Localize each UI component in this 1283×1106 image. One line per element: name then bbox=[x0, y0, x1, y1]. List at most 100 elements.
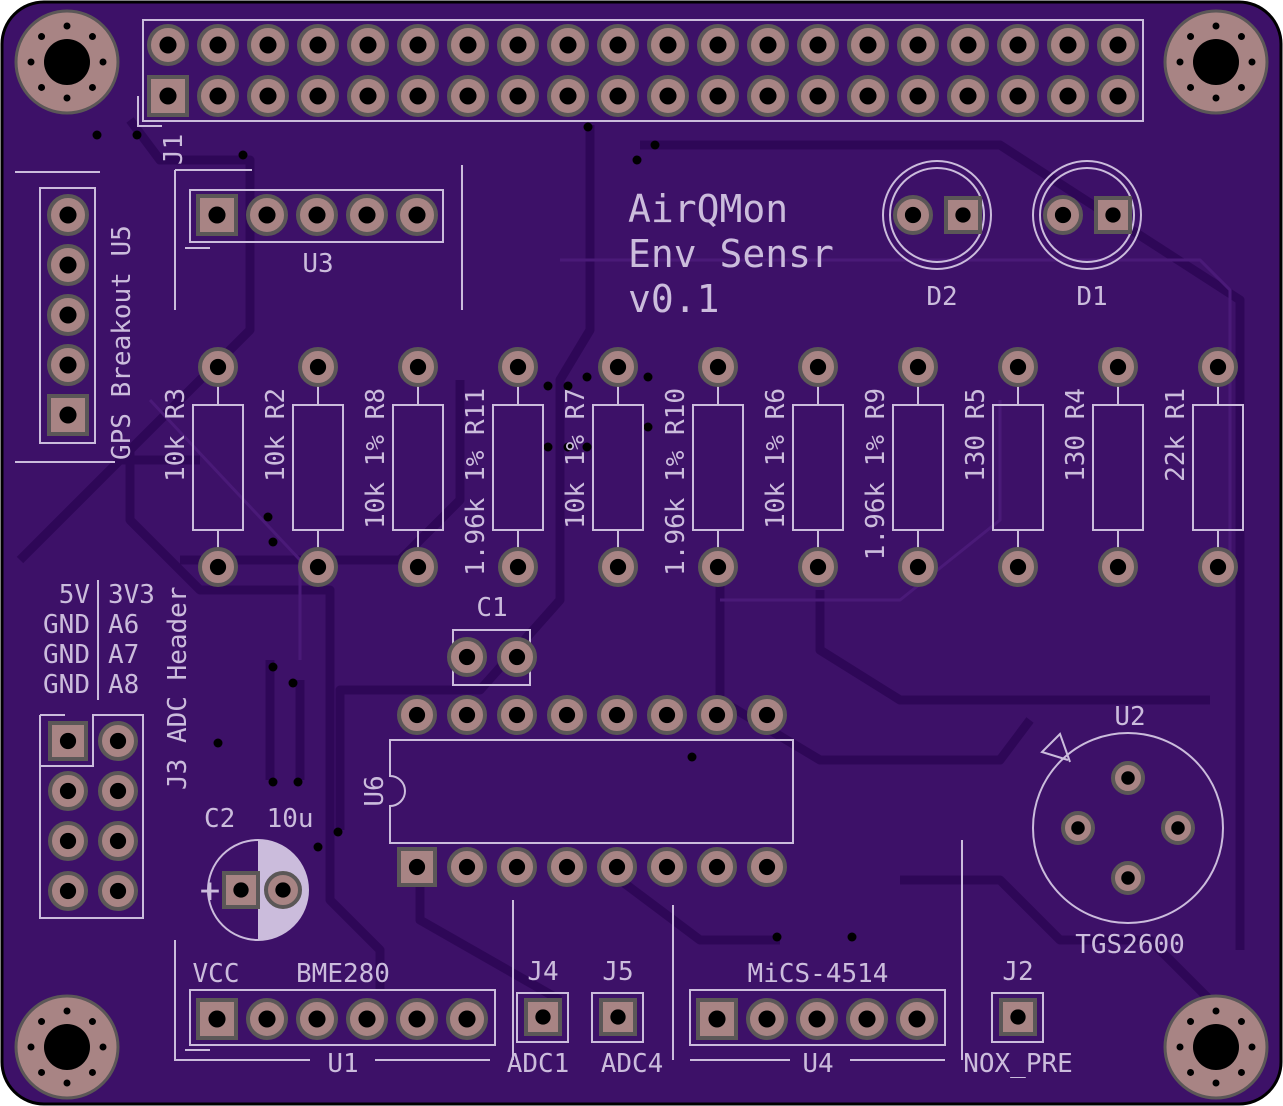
drill-hole bbox=[1109, 358, 1127, 376]
j1-pin bbox=[297, 75, 339, 117]
d2-pin bbox=[944, 196, 982, 234]
drill-hole bbox=[209, 358, 227, 376]
drill-hole bbox=[409, 358, 427, 376]
drill-hole bbox=[1171, 821, 1185, 835]
j1-pin bbox=[197, 24, 239, 66]
drill-hole bbox=[1121, 871, 1135, 885]
j3-pin bbox=[98, 721, 138, 761]
drill-hole bbox=[409, 558, 427, 576]
drill-hole bbox=[59, 356, 77, 374]
drill-hole bbox=[509, 36, 527, 54]
drill-hole bbox=[658, 858, 676, 876]
u4-value: MiCS-4514 bbox=[748, 959, 889, 989]
drill-hole bbox=[758, 1010, 776, 1028]
drill-hole bbox=[708, 706, 726, 724]
j1-pin bbox=[997, 75, 1039, 117]
via bbox=[92, 130, 102, 140]
u6-pin bbox=[747, 847, 787, 887]
via bbox=[847, 932, 857, 942]
via bbox=[772, 932, 782, 942]
drill-hole bbox=[758, 858, 776, 876]
drill-hole bbox=[609, 558, 627, 576]
drill-hole bbox=[709, 558, 727, 576]
board-title-line-1: AirQMon bbox=[628, 187, 788, 231]
drill-hole bbox=[659, 36, 677, 54]
u6-pin bbox=[547, 695, 587, 735]
drill-hole bbox=[233, 882, 249, 898]
j3-pin-label-right: 3V3 bbox=[108, 580, 155, 610]
vias bbox=[92, 122, 857, 942]
j1-header-pins bbox=[147, 24, 1139, 117]
resistor-pin bbox=[898, 347, 938, 387]
c2-label: C2 10u bbox=[204, 804, 314, 834]
drill-hole bbox=[1105, 207, 1121, 223]
drill-hole bbox=[309, 36, 327, 54]
u4-pin bbox=[796, 998, 838, 1040]
resistor-pin bbox=[798, 347, 838, 387]
j3-pin-label-right: A6 bbox=[108, 610, 139, 640]
j1-pin bbox=[947, 24, 989, 66]
resistor: 10k 1% R8 bbox=[361, 385, 444, 550]
resistor: 10k R3 bbox=[161, 385, 244, 550]
via bbox=[563, 381, 573, 391]
drill-hole bbox=[708, 1010, 726, 1028]
u2-pin bbox=[1111, 761, 1145, 795]
u5-pin bbox=[47, 394, 89, 436]
drill-hole bbox=[258, 1010, 276, 1028]
via bbox=[543, 442, 553, 452]
resistor-label: 1.96k 1% R10 bbox=[661, 388, 691, 576]
mounting-hole bbox=[14, 994, 120, 1100]
u5-pin bbox=[47, 294, 89, 336]
j4-value: ADC1 bbox=[507, 1049, 570, 1079]
u3-pin bbox=[246, 194, 288, 236]
via bbox=[650, 140, 660, 150]
j1-pin bbox=[647, 24, 689, 66]
drill-hole bbox=[658, 706, 676, 724]
u2-tgs2600-pins bbox=[1061, 761, 1195, 895]
drill-hole bbox=[309, 558, 327, 576]
u3-pin bbox=[296, 194, 338, 236]
j1-pin bbox=[247, 75, 289, 117]
j3-pin bbox=[48, 771, 88, 811]
j1-pin bbox=[247, 24, 289, 66]
via bbox=[582, 372, 592, 382]
drill-hole bbox=[1009, 36, 1027, 54]
drill-hole bbox=[1109, 558, 1127, 576]
resistor: 1.96k 1% R11 bbox=[461, 385, 544, 576]
u6-pin bbox=[747, 695, 787, 735]
mounting-hole bbox=[1163, 994, 1269, 1100]
drill-hole bbox=[458, 858, 476, 876]
drill-hole bbox=[609, 358, 627, 376]
resistor-pin bbox=[1198, 347, 1238, 387]
via bbox=[288, 678, 298, 688]
u6-pin bbox=[697, 847, 737, 887]
j1-pin bbox=[647, 75, 689, 117]
u4-pin bbox=[696, 998, 738, 1040]
j1-pin bbox=[847, 24, 889, 66]
drill-hole bbox=[659, 87, 677, 105]
u1-pin bbox=[296, 998, 338, 1040]
drill-hole bbox=[59, 782, 77, 800]
resistor: 10k 1% R6 bbox=[761, 385, 844, 550]
j1-pin bbox=[297, 24, 339, 66]
u6-pin bbox=[597, 847, 637, 887]
via bbox=[563, 442, 573, 452]
u2-value: TGS2600 bbox=[1075, 930, 1185, 960]
j1-pin bbox=[347, 24, 389, 66]
u6-pin bbox=[647, 847, 687, 887]
j1-pin bbox=[747, 75, 789, 117]
resistor: 22k R1 bbox=[1161, 385, 1244, 550]
drill-hole bbox=[458, 648, 476, 666]
j1-pin bbox=[597, 24, 639, 66]
via bbox=[583, 122, 593, 132]
resistor-pin bbox=[698, 547, 738, 587]
drill-hole bbox=[358, 206, 376, 224]
d2-pin bbox=[893, 195, 933, 235]
drill-hole bbox=[308, 1010, 326, 1028]
j1-pin bbox=[947, 75, 989, 117]
drill-hole bbox=[275, 882, 291, 898]
u6-pin bbox=[397, 695, 437, 735]
drill-hole bbox=[109, 782, 127, 800]
u6-pin bbox=[397, 847, 437, 887]
